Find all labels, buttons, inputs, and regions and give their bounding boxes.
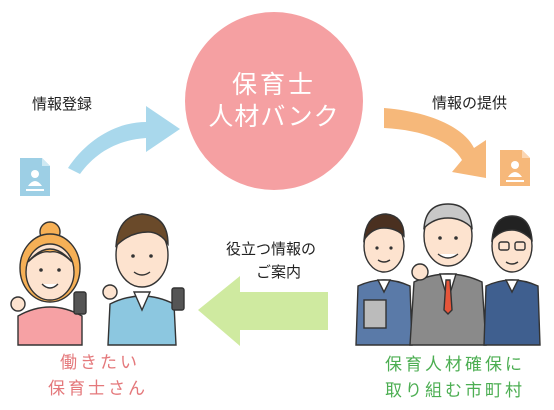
blue-document-icon	[20, 158, 50, 196]
provide-arrow-icon	[384, 108, 486, 178]
provide-label: 情報の提供	[432, 94, 508, 112]
useful-info-label-line2: ご案内	[256, 263, 302, 281]
register-label: 情報登録	[32, 95, 93, 113]
useful-info-arrow-icon	[198, 276, 328, 346]
center-title-line2: 人材バンク	[208, 102, 340, 131]
workers-caption-line2: 保育士さん	[48, 379, 148, 399]
city-caption-line2: 取り組む市町村	[385, 381, 525, 401]
workers-caption-line1: 働きたい	[60, 353, 140, 373]
register-arrow-icon	[68, 106, 180, 174]
talent-bank-circle: 保育士 人材バンク	[185, 12, 363, 190]
official-with-tablet-illustration	[355, 213, 413, 346]
official-center-illustration	[409, 203, 487, 346]
official-with-glasses-illustration	[483, 215, 541, 346]
center-title-line1: 保育士	[231, 70, 316, 99]
useful-info-label-line1: 役立つ情報の	[226, 240, 317, 258]
city-caption-line1: 保育人材確保に	[385, 355, 525, 375]
woman-illustration	[10, 221, 87, 346]
orange-document-icon	[500, 150, 530, 186]
man-illustration	[102, 213, 185, 346]
